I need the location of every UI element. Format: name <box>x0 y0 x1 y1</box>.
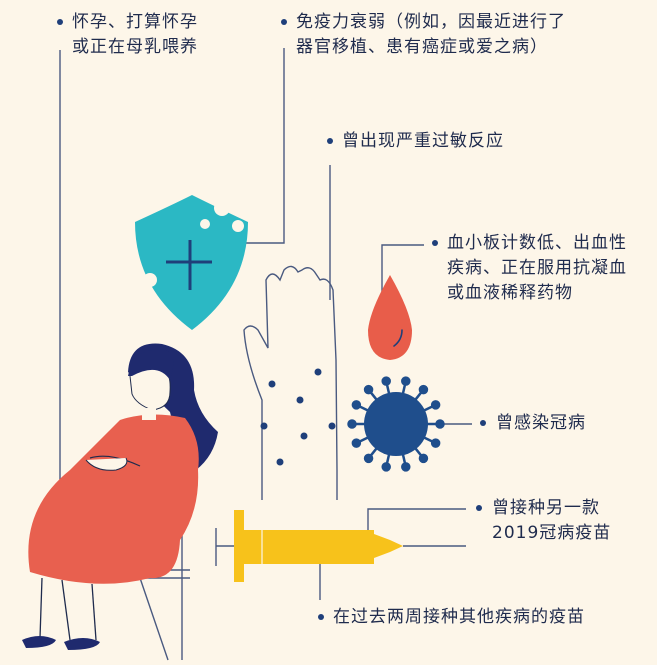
virus-icon <box>347 376 445 472</box>
label-pregnant: 怀孕、打算怀孕 或正在母乳喂养 <box>72 12 198 57</box>
bullet-pregnant <box>57 19 63 25</box>
virus-spike-tip <box>381 462 391 472</box>
virus-spike-tip <box>401 462 411 472</box>
virus-spike-tip <box>351 400 362 410</box>
virus-spike-tip <box>418 384 429 395</box>
connector-blood <box>381 244 424 300</box>
virus-spike-tip <box>430 400 441 410</box>
blood-drop-icon <box>368 275 412 360</box>
syringe-icon <box>215 510 403 582</box>
connector-other-vaccine <box>367 508 466 530</box>
label-immune: 免疫力衰弱（例如，因最近进行了 器官移植、患有癌症或爱之病） <box>296 12 566 57</box>
virus-spike-tip <box>418 453 429 464</box>
virus-spike-tip <box>347 419 357 429</box>
label-allergy: 曾出现严重过敏反应 <box>342 131 504 151</box>
virus-spike-tip <box>435 419 445 429</box>
bullet-blood <box>432 240 438 246</box>
bullet-recent-vaccine <box>318 614 324 620</box>
label-recent-vaccine: 在过去两周接种其他疾病的疫苗 <box>333 607 585 627</box>
pregnant-woman-icon <box>22 343 218 661</box>
virus-spike-tip <box>430 438 441 448</box>
bullet-immune <box>281 19 287 25</box>
bullet-other-vaccine <box>476 505 482 511</box>
label-other-vaccine: 曾接种另一款 2019冠病疫苗 <box>492 498 612 543</box>
virus-spike-tip <box>351 438 362 448</box>
virus-spike-tip <box>363 453 374 464</box>
label-blood: 血小板计数低、出血性 疾病、正在服用抗凝血 或血液稀释药物 <box>447 233 627 303</box>
label-infected: 曾感染冠病 <box>496 413 586 433</box>
connector-immune <box>228 48 285 244</box>
bullet-infected <box>480 420 486 426</box>
virus-spike-tip <box>381 376 391 386</box>
shield-cross-icon <box>135 195 248 330</box>
virus-spike-tip <box>363 384 374 395</box>
hand-rash-icon <box>243 265 338 471</box>
bullet-allergy <box>327 138 333 144</box>
virus-spike-tip <box>401 376 411 386</box>
